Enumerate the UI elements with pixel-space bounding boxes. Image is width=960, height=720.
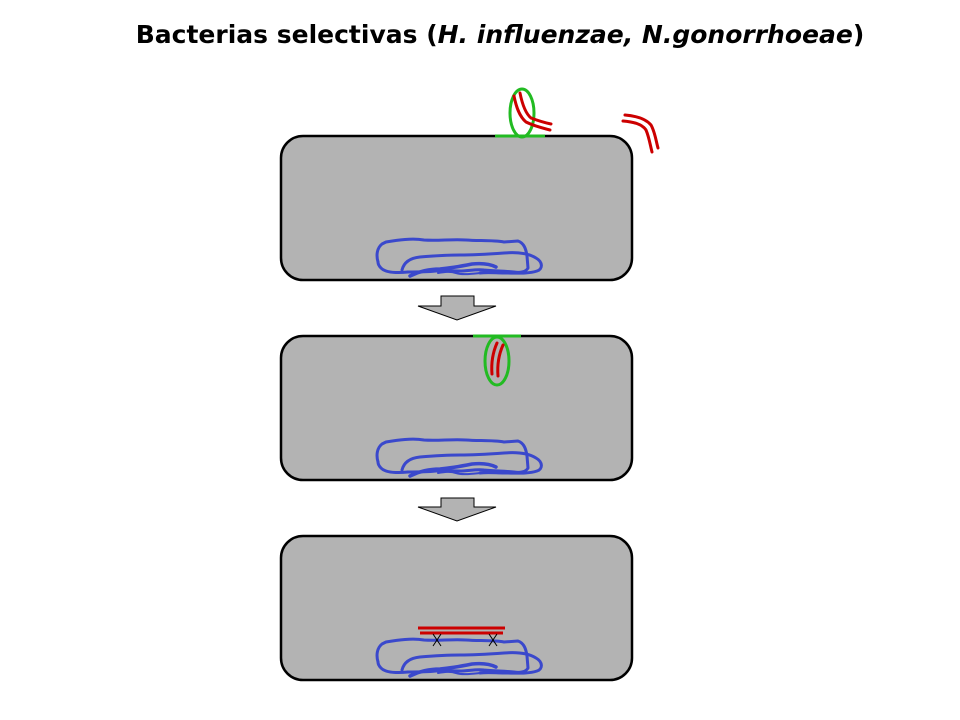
diagram-title: Bacterias selectivas (H. influenzae, N.g… (0, 20, 960, 49)
title-suffix: ) (852, 20, 865, 49)
dna-entering-cell (490, 341, 505, 378)
bound-dna-fragment (512, 91, 553, 132)
free-dna-fragment (621, 113, 660, 154)
cell-step-1 (279, 87, 660, 282)
crossover-mark-left (432, 633, 442, 647)
process-arrow-2 (417, 497, 497, 522)
process-arrow-1 (417, 295, 497, 321)
crossover-mark-right (488, 633, 498, 647)
cell-step-2 (279, 334, 634, 482)
receptor-ring (508, 87, 536, 139)
bacterial-cell (279, 134, 634, 282)
bacterial-cell (279, 534, 634, 682)
bacterial-cell (279, 334, 634, 482)
cell-step-3 (279, 534, 634, 682)
dna-recombination-crossover (418, 626, 505, 647)
title-prefix: Bacterias selectivas ( (135, 20, 438, 49)
title-species: H. influenzae, N.gonorrhoeae (437, 20, 853, 49)
receptor-ring (483, 335, 511, 387)
